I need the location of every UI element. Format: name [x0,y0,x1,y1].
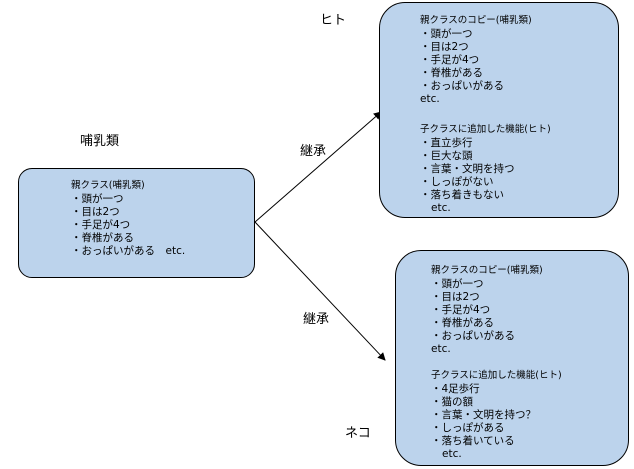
cat-added-line: ・4足歩行 [431,383,480,395]
human-title: ヒト [320,13,347,28]
parent-title: 哺乳類 [80,134,120,149]
human-added-line: ・言葉・文明を持つ [420,163,515,175]
human-copy-line: etc. [420,93,440,105]
inherit-label-top: 継承 [300,144,327,159]
human-copy-line: ・手足が4つ [420,54,480,66]
cat-added-line: ・落ち着いている [431,435,515,447]
human-class-box: 親クラスのコピー(哺乳類) ・頭が一つ ・目は2つ ・手足が4つ ・脊椎がある … [379,2,619,218]
inherit-label-bottom: 継承 [303,312,330,327]
cat-title: ネコ [345,426,371,441]
cat-copy-line: etc. [431,343,451,355]
parent-line: ・おっぱいがある etc. [71,245,186,257]
human-added-line: 子クラスに追加した機能(ヒト) [420,124,551,135]
cat-added-line: 子クラスに追加した機能(ヒト) [431,370,562,381]
human-copy-line: ・目は2つ [420,41,469,53]
cat-copy-line: ・脊椎がある [431,317,494,329]
parent-line: ・目は2つ [71,206,120,218]
human-added-line: ・しっぽがない [420,176,494,188]
parent-line: ・頭が一つ [71,193,124,205]
cat-class-box: 親クラスのコピー(哺乳類) ・頭が一つ ・目は2つ ・手足が4つ ・脊椎がある … [395,250,629,466]
parent-line: 親クラス(哺乳類) [71,180,145,191]
human-copy-line: ・頭が一つ [420,28,473,40]
parent-line: ・脊椎がある [71,232,134,244]
cat-added-line: ・猫の額 [431,396,473,408]
human-copy-line: 親クラスのコピー(哺乳類) [420,15,532,26]
cat-copy-line: ・手足が4つ [431,304,491,316]
human-copy-line: ・おっぱいがある [420,80,504,92]
human-added-line: etc. [431,202,451,214]
cat-copy-line: ・頭が一つ [431,278,484,290]
human-added-line: ・落ち着きもない [420,189,504,201]
human-copy-line: ・脊椎がある [420,67,483,79]
cat-added-line: ・しっぽがある [431,422,505,434]
cat-added-line: ・言葉・文明を持つ？ [431,409,536,421]
arrow-to-human [254,111,382,223]
arrow-to-cat [254,221,386,361]
cat-copy-line: 親クラスのコピー(哺乳類) [431,265,543,276]
human-added-line: ・直立歩行 [420,137,473,149]
cat-copy-line: ・おっぱいがある [431,330,515,342]
cat-copy-line: ・目は2つ [431,291,480,303]
parent-class-box: 親クラス(哺乳類) ・頭が一つ ・目は2つ ・手足が4つ ・脊椎がある ・おっぱ… [18,168,255,278]
cat-added-line: etc. [442,448,462,460]
parent-line: ・手足が4つ [71,219,131,231]
human-added-line: ・巨大な頭 [420,150,473,162]
